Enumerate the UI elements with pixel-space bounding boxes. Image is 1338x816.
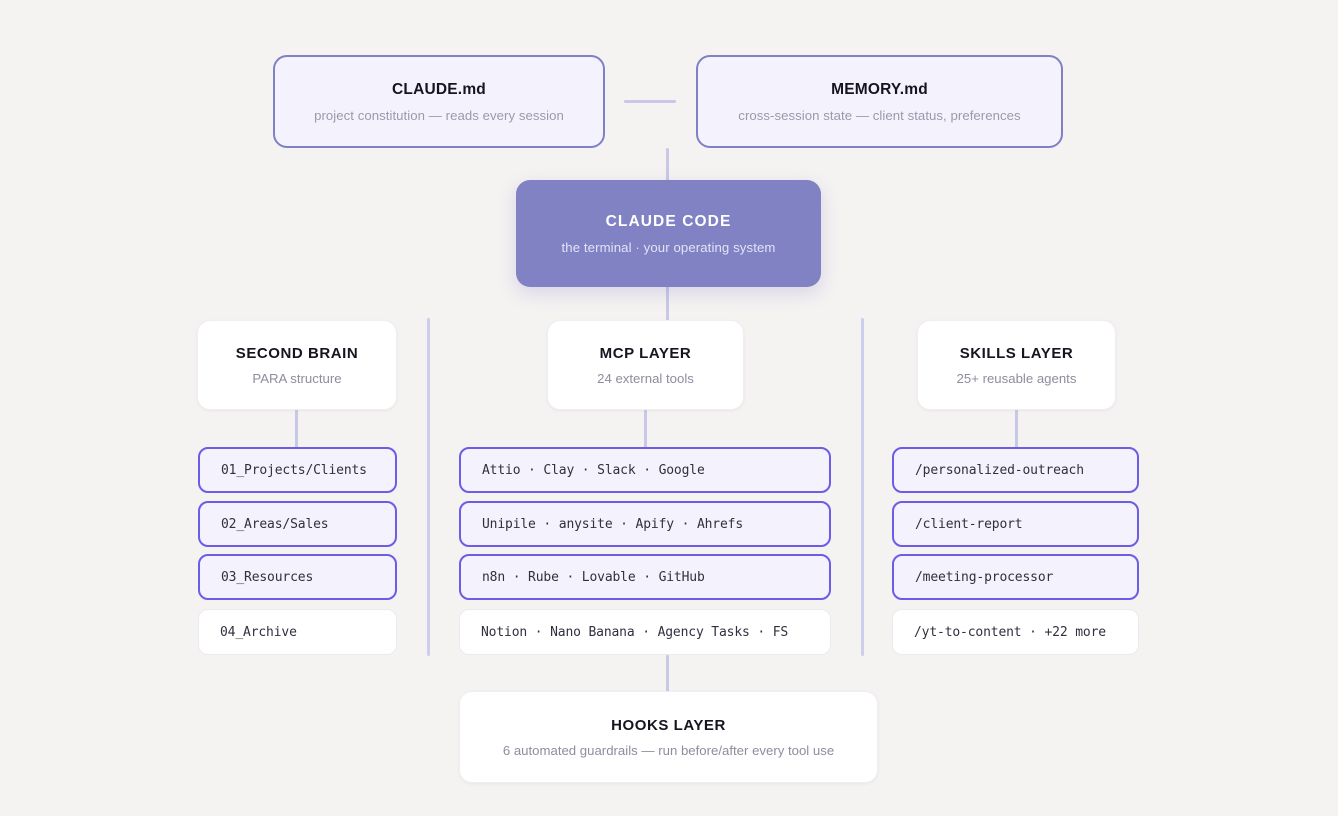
- card-skills-layer-title: SKILLS LAYER: [959, 344, 1074, 362]
- item-mcp-2[interactable]: n8n · Rube · Lovable · GitHub: [459, 554, 831, 600]
- item-skills-0[interactable]: /personalized-outreach: [892, 447, 1139, 493]
- card-second-brain[interactable]: SECOND BRAIN PARA structure: [197, 320, 397, 410]
- item-mcp-1[interactable]: Unipile · anysite · Apify · Ahrefs: [459, 501, 831, 547]
- connector-mcp-stub: [644, 409, 647, 449]
- item-second-brain-0[interactable]: 01_Projects/Clients: [198, 447, 397, 493]
- item-skills-2[interactable]: /meeting-processor: [892, 554, 1139, 600]
- connector-claude-memory: [624, 100, 676, 103]
- card-memory-md-subtitle: cross-session state — client status, pre…: [738, 107, 1021, 123]
- card-second-brain-subtitle: PARA structure: [252, 370, 342, 386]
- item-mcp-3[interactable]: Notion · Nano Banana · Agency Tasks · FS: [459, 609, 831, 655]
- column-divider-right: [861, 318, 864, 656]
- card-claude-md[interactable]: CLAUDE.md project constitution — reads e…: [273, 55, 605, 148]
- column-divider-left: [427, 318, 430, 656]
- card-claude-md-subtitle: project constitution — reads every sessi…: [314, 107, 564, 123]
- connector-hero-to-layers: [666, 276, 669, 326]
- card-second-brain-title: SECOND BRAIN: [235, 344, 359, 362]
- connector-second-brain-stub: [295, 409, 298, 449]
- connector-skills-stub: [1015, 409, 1018, 449]
- card-memory-md[interactable]: MEMORY.md cross-session state — client s…: [696, 55, 1063, 148]
- card-memory-md-title: MEMORY.md: [831, 80, 928, 98]
- card-hooks-layer-title: HOOKS LAYER: [611, 716, 726, 734]
- connector-memory-to-hero: [666, 148, 669, 190]
- item-skills-3[interactable]: /yt-to-content · +22 more: [892, 609, 1139, 655]
- item-skills-1[interactable]: /client-report: [892, 501, 1139, 547]
- item-second-brain-2[interactable]: 03_Resources: [198, 554, 397, 600]
- card-skills-layer-subtitle: 25+ reusable agents: [956, 370, 1077, 386]
- card-claude-code-title: CLAUDE CODE: [605, 212, 732, 230]
- item-mcp-0[interactable]: Attio · Clay · Slack · Google: [459, 447, 831, 493]
- card-hooks-layer-subtitle: 6 automated guardrails — run before/afte…: [502, 742, 835, 758]
- item-second-brain-1[interactable]: 02_Areas/Sales: [198, 501, 397, 547]
- item-second-brain-3[interactable]: 04_Archive: [198, 609, 397, 655]
- card-claude-code-subtitle: the terminal · your operating system: [561, 239, 776, 255]
- card-skills-layer[interactable]: SKILLS LAYER 25+ reusable agents: [917, 320, 1116, 410]
- card-hooks-layer[interactable]: HOOKS LAYER 6 automated guardrails — run…: [459, 691, 878, 783]
- card-mcp-layer-subtitle: 24 external tools: [597, 370, 694, 386]
- card-claude-md-title: CLAUDE.md: [392, 80, 486, 98]
- card-claude-code[interactable]: CLAUDE CODE the terminal · your operatin…: [516, 180, 821, 287]
- connector-mcp-to-hooks: [666, 655, 669, 693]
- card-mcp-layer-title: MCP LAYER: [599, 344, 692, 362]
- card-mcp-layer[interactable]: MCP LAYER 24 external tools: [547, 320, 744, 410]
